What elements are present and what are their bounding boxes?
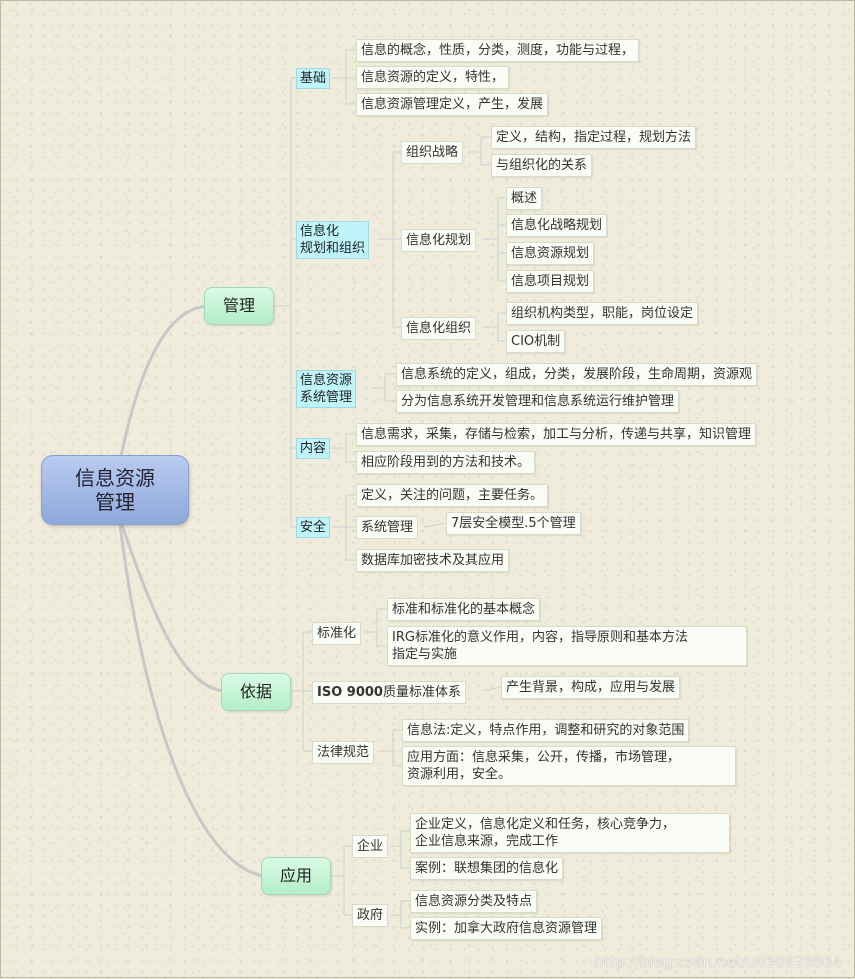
root-node[interactable]: 信息资源 管理 — [41, 455, 189, 525]
node-qiye[interactable]: 企业 — [352, 835, 389, 858]
node-xinxihua[interactable]: 信息化 规划和组织 — [296, 221, 370, 259]
node-neirong[interactable]: 内容 — [296, 438, 331, 459]
leaf-jichu-1[interactable]: 信息的概念，性质，分类，测度，功能与过程， — [356, 39, 640, 62]
iso-label-rest: 质量标准体系 — [382, 685, 461, 700]
leaf-zhengfu-2[interactable]: 实例：加拿大政府信息资源管理 — [410, 917, 603, 940]
node-biaozhunhua[interactable]: 标准化 — [312, 622, 362, 645]
leaf-iso-1[interactable]: 产生背景，构成，应用与发展 — [501, 676, 681, 699]
leaf-xitong-2[interactable]: 分为信息系统开发管理和信息系统运行维护管理 — [396, 390, 680, 413]
leaf-anquan-3[interactable]: 数据库加密技术及其应用 — [356, 549, 510, 572]
leaf-qiye-1[interactable]: 企业定义，信息化定义和任务，核心竞争力， 企业信息来源，完成工作 — [410, 813, 730, 853]
leaf-neirong-2[interactable]: 相应阶段用到的方法和技术。 — [356, 451, 536, 474]
node-guanli[interactable]: 管理 — [204, 287, 274, 325]
node-anquan-xitong[interactable]: 系统管理 — [356, 516, 419, 539]
node-zuzhizhanlue[interactable]: 组织战略 — [401, 141, 464, 164]
node-yingyong[interactable]: 应用 — [261, 857, 331, 895]
leaf-zhanlue-2[interactable]: 与组织化的关系 — [491, 154, 593, 177]
leaf-guihua-2[interactable]: 信息化战略规划 — [506, 214, 608, 237]
leaf-qiye-2[interactable]: 案例：联想集团的信息化 — [410, 857, 564, 880]
leaf-biaozhun-2[interactable]: IRG标准化的意义作用，内容，指导原则和基本方法 指定与实施 — [387, 626, 747, 666]
node-xitong[interactable]: 信息资源 系统管理 — [296, 370, 357, 408]
leaf-anquan-1[interactable]: 定义，关注的问题，主要任务。 — [356, 484, 549, 507]
node-falv[interactable]: 法律规范 — [312, 741, 375, 764]
leaf-falv-1[interactable]: 信息法:定义，特点作用，调整和研究的对象范围 — [402, 719, 690, 742]
node-guihua[interactable]: 信息化规划 — [401, 229, 477, 252]
leaf-falv-2[interactable]: 应用方面：信息采集，公开，传播，市场管理， 资源利用，安全。 — [402, 746, 736, 786]
leaf-zuzhi-1[interactable]: 组织机构类型，职能，岗位设定 — [506, 302, 699, 325]
watermark: http://blog.csdn.net/u010928364 — [593, 953, 842, 971]
leaf-neirong-1[interactable]: 信息需求，采集，存储与检索，加工与分析，传递与共享，知识管理 — [356, 423, 757, 446]
node-yiju[interactable]: 依据 — [221, 673, 291, 711]
leaf-anquan-xitong-child[interactable]: 7层安全模型.5个管理 — [446, 512, 581, 535]
iso-label-bold: ISO 9000 — [317, 685, 383, 700]
leaf-xitong-1[interactable]: 信息系统的定义，组成，分类，发展阶段，生命周期，资源观 — [396, 363, 758, 386]
node-jichu[interactable]: 基础 — [296, 68, 331, 89]
leaf-jichu-3[interactable]: 信息资源管理定义，产生，发展 — [356, 93, 549, 116]
leaf-biaozhun-1[interactable]: 标准和标准化的基本概念 — [387, 598, 541, 621]
node-anquan[interactable]: 安全 — [296, 517, 331, 538]
leaf-guihua-1[interactable]: 概述 — [506, 187, 543, 210]
leaf-zuzhi-2[interactable]: CIO机制 — [506, 330, 566, 353]
node-iso[interactable]: ISO 9000质量标准体系 — [312, 681, 466, 704]
leaf-zhengfu-1[interactable]: 信息资源分类及特点 — [410, 890, 538, 913]
node-zuzhi[interactable]: 信息化组织 — [401, 317, 477, 340]
leaf-guihua-3[interactable]: 信息资源规划 — [506, 242, 595, 265]
leaf-jichu-2[interactable]: 信息资源的定义，特性， — [356, 66, 510, 89]
leaf-zhanlue-1[interactable]: 定义，结构，指定过程，规划方法 — [491, 126, 697, 149]
node-zhengfu[interactable]: 政府 — [352, 904, 389, 927]
leaf-guihua-4[interactable]: 信息项目规划 — [506, 270, 595, 293]
